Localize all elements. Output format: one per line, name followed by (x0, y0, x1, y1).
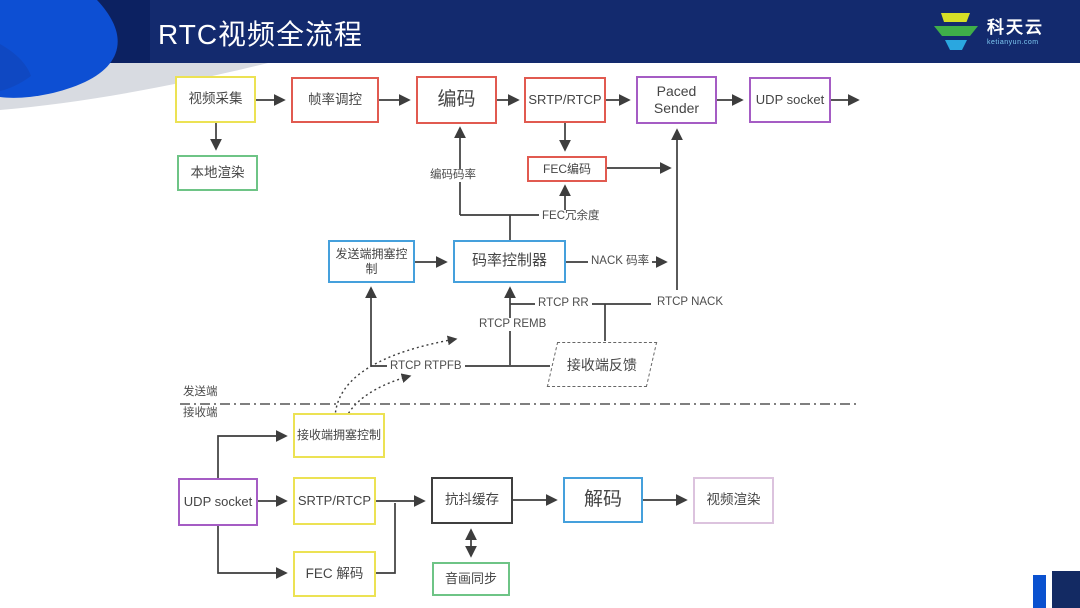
node-srtp-rtcp-recv: SRTP/RTCP (293, 477, 376, 525)
node-sender-congestion-control: 发送端拥塞控制 (328, 240, 415, 283)
node-receiver-feedback: 接收端反馈 (546, 342, 658, 387)
node-receiver-congestion-control: 接收端拥塞控制 (293, 413, 385, 458)
node-bitrate-controller: 码率控制器 (453, 240, 566, 283)
node-paced-sender: Paced Sender (636, 76, 717, 124)
label-rtcp-rr: RTCP RR (535, 297, 592, 310)
node-udp-socket-send: UDP socket (749, 77, 831, 123)
edge-fecdecode-join (376, 503, 396, 574)
edge-recvcc-remb-dotted (334, 335, 458, 443)
page-title: RTC视频全流程 (158, 19, 364, 50)
node-frame-rate-control: 帧率调控 (291, 77, 379, 123)
node-decoder: 解码 (563, 477, 643, 523)
label-rtcp-rtpfb: RTCP RTPFB (387, 360, 465, 373)
label-lane-sender: 发送端 (180, 386, 221, 399)
brand-logo-icon (934, 13, 978, 50)
brand-domain: ketianyun.com (987, 38, 1039, 46)
node-video-capture: 视频采集 (175, 76, 256, 123)
brand-logo: 科天云 ketianyun.com (933, 12, 1044, 52)
edge-udp-fecdecode (217, 526, 288, 579)
label-lane-receiver: 接收端 (180, 407, 221, 420)
edge-udp-recvcc (217, 430, 288, 478)
label-encode-bitrate: 编码码率 (427, 169, 479, 182)
node-receiver-feedback-label: 接收端反馈 (567, 356, 637, 373)
node-udp-socket-recv: UDP socket (178, 478, 258, 526)
label-rtcp-remb: RTCP REMB (476, 318, 550, 331)
page-accent-navy (1052, 571, 1080, 608)
label-rtcp-nack: RTCP NACK (654, 296, 727, 309)
node-srtp-rtcp-send: SRTP/RTCP (524, 77, 606, 123)
label-fec-redundancy: FEC冗余度 (539, 210, 603, 223)
node-fec-decode: FEC 解码 (293, 551, 376, 597)
node-video-render: 视频渲染 (693, 477, 774, 524)
page-accent-blue (1033, 575, 1046, 608)
edge-recvcc-rtpfb-dotted (342, 373, 412, 443)
brand-logo-text: 科天云 ketianyun.com (987, 19, 1044, 46)
node-encoder: 编码 (416, 76, 497, 124)
node-av-sync: 音画同步 (432, 562, 510, 596)
header-bar: RTC视频全流程 科天云 ketianyun.com (0, 0, 1080, 63)
label-nack-bitrate: NACK 码率 (588, 255, 653, 268)
node-local-render: 本地渲染 (177, 155, 258, 191)
node-fec-encode: FEC编码 (527, 156, 607, 182)
node-jitter-buffer: 抗抖缓存 (431, 477, 513, 524)
brand-name: 科天云 (987, 17, 1044, 37)
